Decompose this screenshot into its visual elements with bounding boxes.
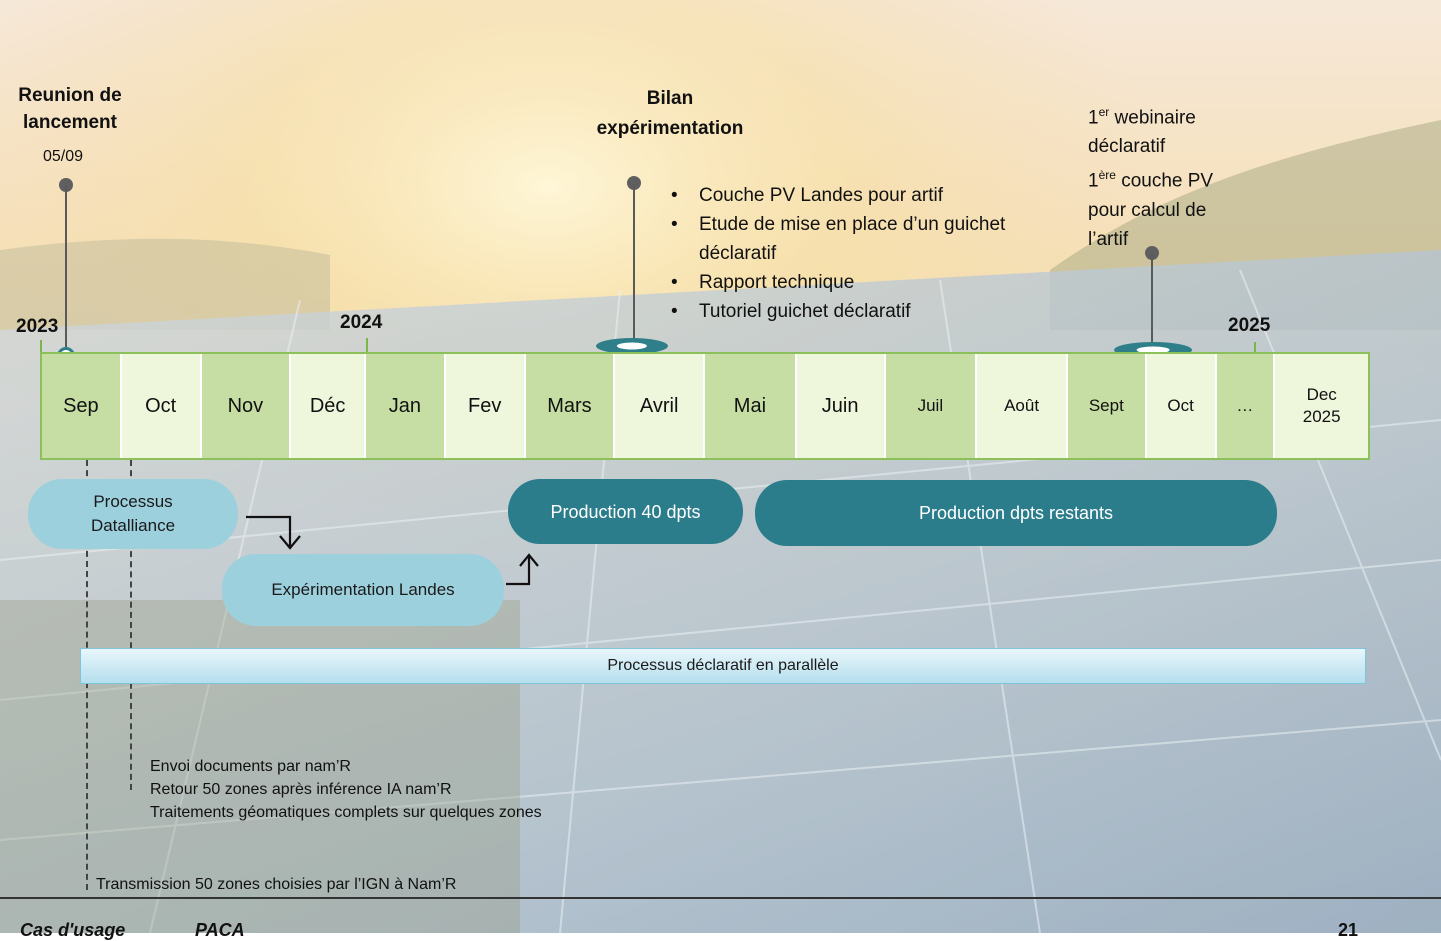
sep-note: Transmission 50 zones choisies par l’IGN… — [96, 876, 457, 893]
bilan-bullet: Rapport technique — [667, 268, 1005, 297]
bilan-bullet-continuation: déclaratif — [699, 243, 777, 264]
month-cell: Oct — [121, 354, 202, 458]
production-remaining-bar: Production dpts restants — [755, 480, 1277, 546]
bilan-marker — [596, 338, 668, 354]
month-cell: Jan — [366, 354, 446, 458]
datalliance-bar: Processus Datalliance — [28, 479, 238, 549]
year-2025-tick — [1254, 342, 1256, 356]
month-cell: Mai — [705, 354, 797, 458]
year-2023-tick — [40, 340, 42, 354]
year-2024-tick — [366, 338, 368, 352]
month-cell: Sept — [1067, 354, 1147, 458]
experimentation-bar: Expérimentation Landes — [222, 554, 504, 626]
bilan-stem — [633, 184, 635, 340]
year-2023: 2023 — [16, 316, 59, 337]
production-40-bar: Production 40 dpts — [508, 479, 743, 544]
footer-divider — [0, 897, 1441, 899]
bilan-bullet: Etude de mise en place d’un guichet — [667, 210, 1005, 239]
webinar-text: 1er webinaire déclaratif 1ère couche PV … — [1088, 105, 1214, 250]
page-number: 21 — [1338, 920, 1359, 940]
month-cell: Déc — [291, 354, 367, 458]
webinar-stem — [1151, 254, 1153, 344]
kickoff-stem — [65, 186, 67, 351]
bilan-bullet: Tutoriel guichet déclaratif — [667, 297, 1005, 326]
oct-notes: Envoi documents par nam’R Retour 50 zone… — [150, 758, 542, 821]
bilan-title: Bilan expérimentation — [596, 88, 744, 139]
month-cell: Juin — [796, 354, 886, 458]
footer-label: Cas d'usage — [20, 920, 126, 940]
year-2024: 2024 — [340, 312, 383, 333]
month-cell-dec-2025: Dec 2025 — [1275, 354, 1369, 458]
oct-dashed-guide — [130, 460, 132, 790]
month-cell: Août — [977, 354, 1068, 458]
arrow-up-connector — [506, 553, 539, 586]
timeline-months: Sep Oct Nov Déc Jan Fev Mars Avril Mai J… — [40, 352, 1370, 460]
webinar-knob — [1145, 246, 1159, 260]
kickoff-knob — [59, 178, 73, 192]
year-2025: 2025 — [1228, 315, 1271, 336]
declaratif-bar: Processus déclaratif en parallèle — [80, 648, 1366, 684]
month-cell: Mars — [525, 354, 616, 458]
kickoff-title: Reunion de lancement — [18, 85, 122, 133]
bilan-bullets: Couche PV Landes pour artif Etude de mis… — [667, 181, 1005, 326]
month-cell: Juil — [885, 354, 978, 458]
month-cell: … — [1216, 354, 1276, 458]
month-cell: Fev — [445, 354, 526, 458]
month-cell: Sep — [42, 354, 122, 458]
month-cell: Avril — [615, 354, 706, 458]
kickoff-date: 05/09 — [43, 148, 84, 165]
bilan-knob — [627, 176, 641, 190]
footer-region: PACA — [195, 920, 245, 940]
bilan-bullet: Couche PV Landes pour artif — [667, 181, 1005, 210]
arrow-down-connector — [246, 515, 301, 550]
month-cell: Nov — [201, 354, 292, 458]
month-cell: Oct — [1146, 354, 1217, 458]
